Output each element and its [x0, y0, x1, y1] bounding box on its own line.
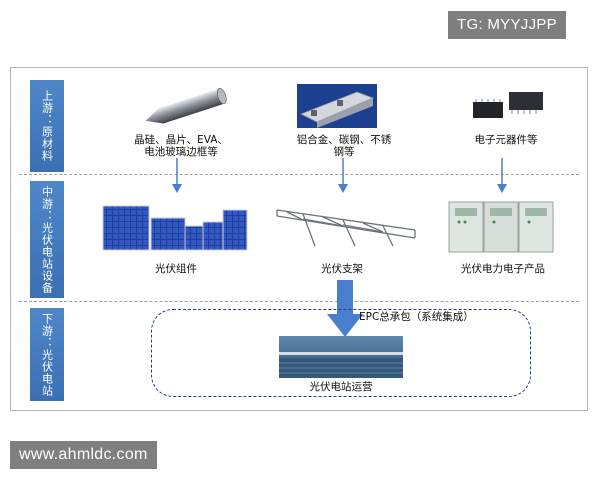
arrow-down-3 [496, 158, 508, 194]
upstream-item-electronics-label: 电子元器件等 [474, 134, 538, 146]
upstream-item-silicon-line1: 晶硅、晶片、EVA、 [134, 134, 228, 146]
midstream-item-electronics-label: 光伏电力电子产品 [461, 263, 545, 275]
arrow-down-1 [171, 158, 183, 194]
upstream-item-metal-line2: 钢等 [333, 146, 355, 158]
upstream-item-silicon-label: 晶硅、晶片、EVA、 电池玻璃边框等 [111, 134, 251, 158]
divider-midstream-downstream [19, 301, 579, 302]
power-station-icon [279, 336, 403, 378]
electrical-cabinet-icon [447, 200, 557, 254]
arrow-down-large [325, 280, 365, 338]
stage-downstream: 下游：光伏电站 [30, 308, 64, 401]
industry-chain-diagram: 上游：原材料 中游：光伏电站设备 下游：光伏电站 [10, 67, 588, 411]
aluminum-profile-icon [297, 84, 377, 128]
upstream-item-silicon-line2: 电池玻璃边框等 [144, 146, 218, 158]
pv-bracket-icon [273, 206, 419, 248]
divider-upstream-midstream [19, 174, 579, 175]
solar-panel-icon [101, 204, 249, 252]
upstream-item-metal-line1: 铝合金、碳钢、不锈 [296, 134, 392, 146]
epc-region [151, 309, 531, 397]
crystal-silicon-icon [141, 86, 229, 126]
station-operation-label: 光伏电站运营 [309, 381, 373, 393]
watermark-bottom: www.ahmldc.com [10, 441, 157, 469]
upstream-item-metal-label: 铝合金、碳钢、不锈 钢等 [269, 134, 419, 158]
electronic-chip-icon [471, 90, 547, 120]
watermark-top: TG: MYYJJPP [448, 11, 566, 39]
epc-label: EPC总承包（系统集成） [359, 311, 474, 323]
stage-midstream: 中游：光伏电站设备 [30, 181, 64, 298]
arrow-down-2 [337, 158, 349, 194]
stage-upstream: 上游：原材料 [30, 80, 64, 172]
midstream-item-bracket-label: 光伏支架 [321, 263, 363, 275]
midstream-item-modules-label: 光伏组件 [155, 263, 197, 275]
